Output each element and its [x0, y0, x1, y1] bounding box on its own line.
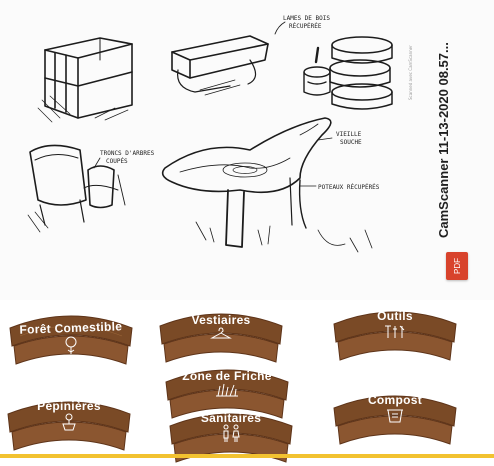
- toilet-people-icon: [223, 424, 240, 442]
- document-card[interactable]: LAMES DE BOIS RÉCUPÉRÉE: [0, 0, 494, 300]
- sign-zone-de-friche[interactable]: Zone de Friche: [162, 360, 292, 422]
- note-wood-blades: LAMES DE BOIS RÉCUPÉRÉE: [274, 15, 330, 35]
- log-seat-sketch: [83, 165, 126, 209]
- pdf-badge-label: PDF: [452, 258, 462, 274]
- stacked-stools-sketch: [329, 36, 393, 110]
- bench-sketch: [171, 35, 269, 96]
- svg-text:LAMES DE BOIS: LAMES DE BOIS: [283, 15, 330, 22]
- sign-vestiaires[interactable]: Vestiaires: [156, 304, 286, 366]
- svg-text:SOUCHE: SOUCHE: [340, 139, 362, 146]
- pdf-badge[interactable]: PDF: [446, 252, 468, 280]
- svg-text:TRONCS D'ARBRES: TRONCS D'ARBRES: [100, 150, 155, 157]
- sign-label: Compost: [368, 393, 422, 407]
- sign-compost[interactable]: Compost: [330, 386, 460, 448]
- sign-pepinieres[interactable]: Pépinières: [4, 392, 134, 454]
- note-posts: POTEAUX RÉCUPÉRÉS: [299, 183, 380, 191]
- wooden-signs-panel: Forêt Comestible Vestiaires Outils: [0, 298, 494, 463]
- svg-text:RÉCUPÉRÉE: RÉCUPÉRÉE: [289, 22, 322, 30]
- sign-label: Vestiaires: [191, 313, 250, 327]
- stool-sketch: [303, 46, 331, 96]
- organic-table-sketch: [161, 117, 373, 253]
- accent-bar: [0, 454, 494, 458]
- scan-watermark: Scanned avec CamScanner: [408, 45, 413, 100]
- sign-foret-comestible[interactable]: Forêt Comestible: [6, 306, 136, 368]
- sign-label: Outils: [377, 309, 413, 323]
- tree-icon: [65, 336, 77, 354]
- svg-text:POTEAUX RÉCUPÉRÉS: POTEAUX RÉCUPÉRÉS: [318, 183, 380, 191]
- document-title[interactable]: CamScanner 11-13-2020 08.57...: [436, 42, 451, 238]
- sign-label: Zone de Friche: [182, 369, 272, 383]
- sign-label: Sanitaires: [201, 411, 261, 425]
- armchair-sketch: [27, 144, 87, 233]
- grass-icon: [216, 383, 238, 397]
- tools-icon: [385, 325, 405, 338]
- svg-text:COUPÉS: COUPÉS: [106, 157, 128, 165]
- sign-label: Forêt Comestible: [19, 319, 122, 337]
- sketch-drawing: LAMES DE BOIS RÉCUPÉRÉE: [27, 15, 393, 253]
- note-old-strain: VIEILLE SOUCHE: [317, 131, 362, 146]
- sign-label: Pépinières: [37, 399, 101, 413]
- hanger-icon: [210, 327, 232, 339]
- svg-text:VIEILLE: VIEILLE: [336, 131, 362, 138]
- shelf-sketch: [37, 37, 133, 123]
- note-tree-trunks: TRONCS D'ARBRES COUPÉS: [93, 150, 155, 169]
- potted-plant-icon: [62, 413, 76, 431]
- compost-bin-icon: [387, 409, 403, 423]
- sign-outils[interactable]: Outils: [330, 302, 460, 364]
